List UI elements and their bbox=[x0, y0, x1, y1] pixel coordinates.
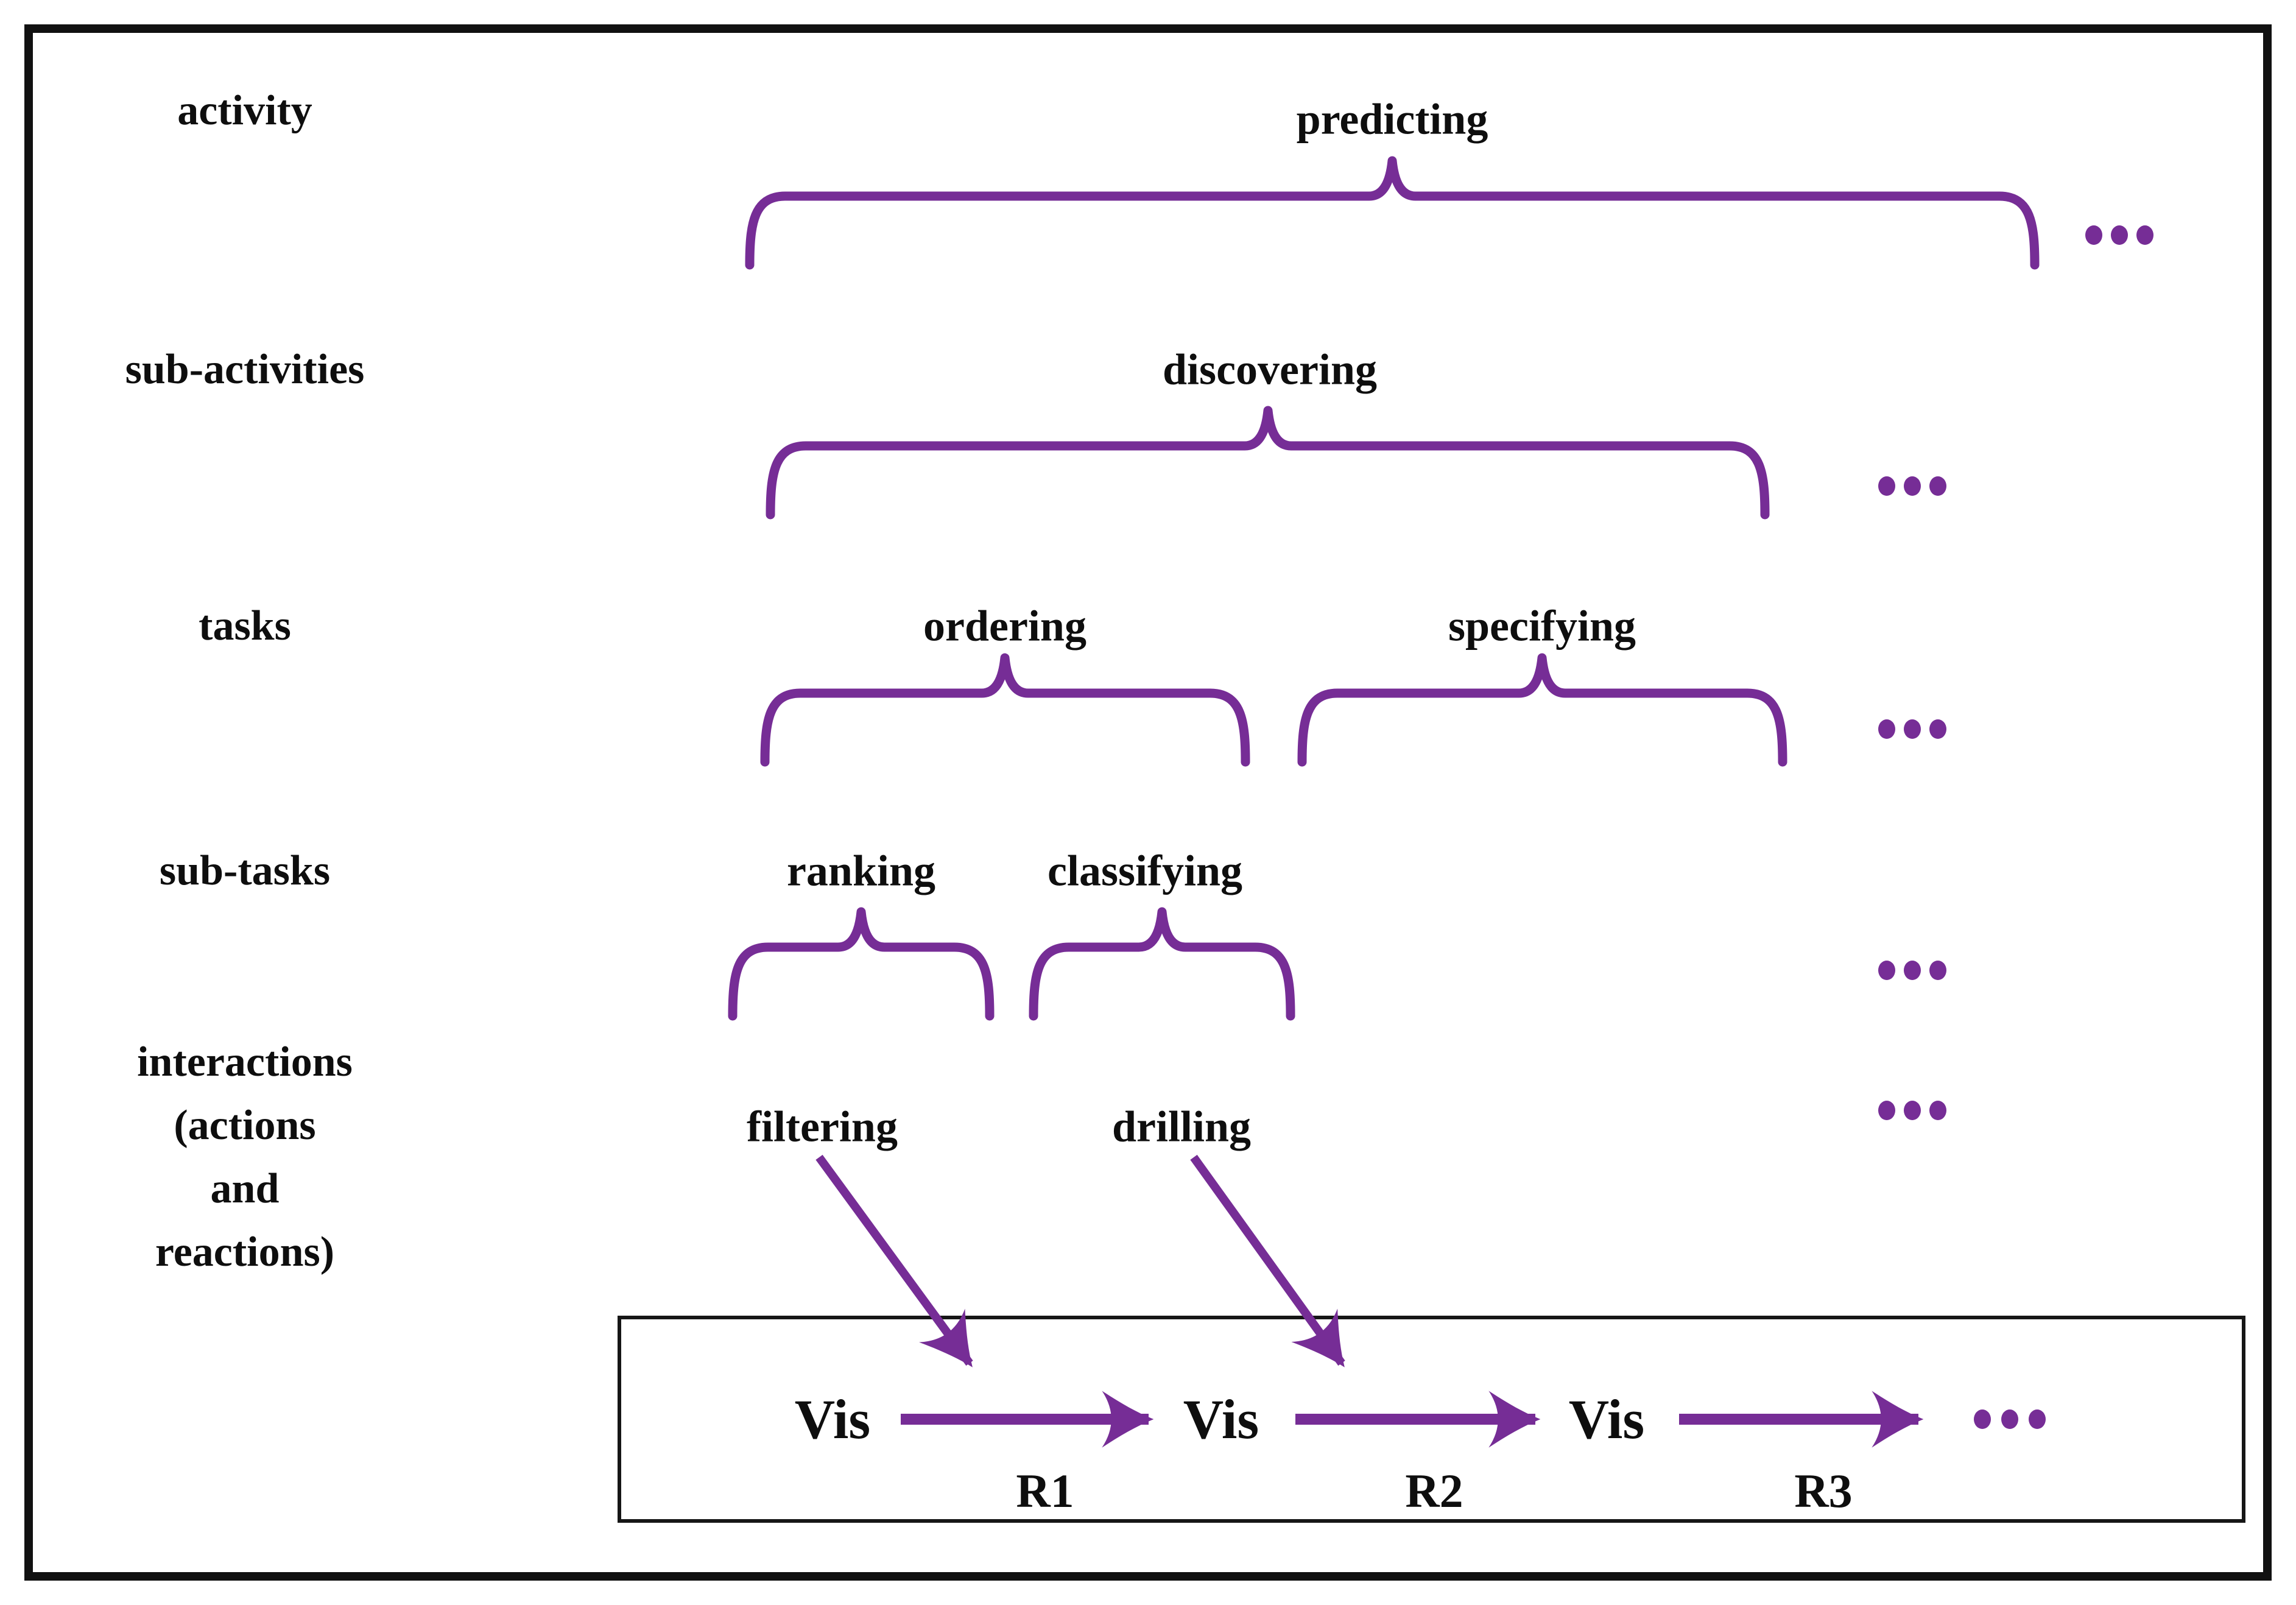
row-label-interactions: interactions (actions and reactions) bbox=[137, 1031, 353, 1284]
vis-node-1: Vis bbox=[794, 1388, 871, 1450]
row-label-tasks: tasks bbox=[199, 602, 291, 649]
term-classifying: classifying bbox=[1047, 846, 1243, 895]
row-label-sub-activities: sub-activities bbox=[125, 346, 365, 393]
row-label-sub-tasks: sub-tasks bbox=[159, 847, 331, 894]
row-label-interactions-line2: (actions bbox=[174, 1102, 316, 1149]
term-filtering: filtering bbox=[747, 1102, 898, 1151]
outer-frame-border bbox=[24, 24, 2272, 1581]
vis-node-2: Vis bbox=[1183, 1388, 1259, 1450]
term-ordering: ordering bbox=[923, 601, 1086, 651]
row-label-interactions-line4: reactions) bbox=[155, 1229, 335, 1275]
relation-label-r2: R2 bbox=[1405, 1464, 1463, 1517]
term-predicting: predicting bbox=[1296, 94, 1488, 144]
relation-label-r3: R3 bbox=[1794, 1464, 1853, 1517]
row-label-activity: activity bbox=[177, 87, 312, 134]
row-label-interactions-line1: interactions bbox=[137, 1039, 353, 1085]
relation-label-r1: R1 bbox=[1016, 1464, 1074, 1517]
row-label-interactions-line3: and bbox=[210, 1165, 280, 1212]
term-specifying: specifying bbox=[1448, 601, 1636, 651]
vis-node-3: Vis bbox=[1568, 1388, 1645, 1450]
term-discovering: discovering bbox=[1163, 345, 1377, 394]
term-ranking: ranking bbox=[786, 846, 936, 895]
term-drilling: drilling bbox=[1111, 1102, 1252, 1151]
